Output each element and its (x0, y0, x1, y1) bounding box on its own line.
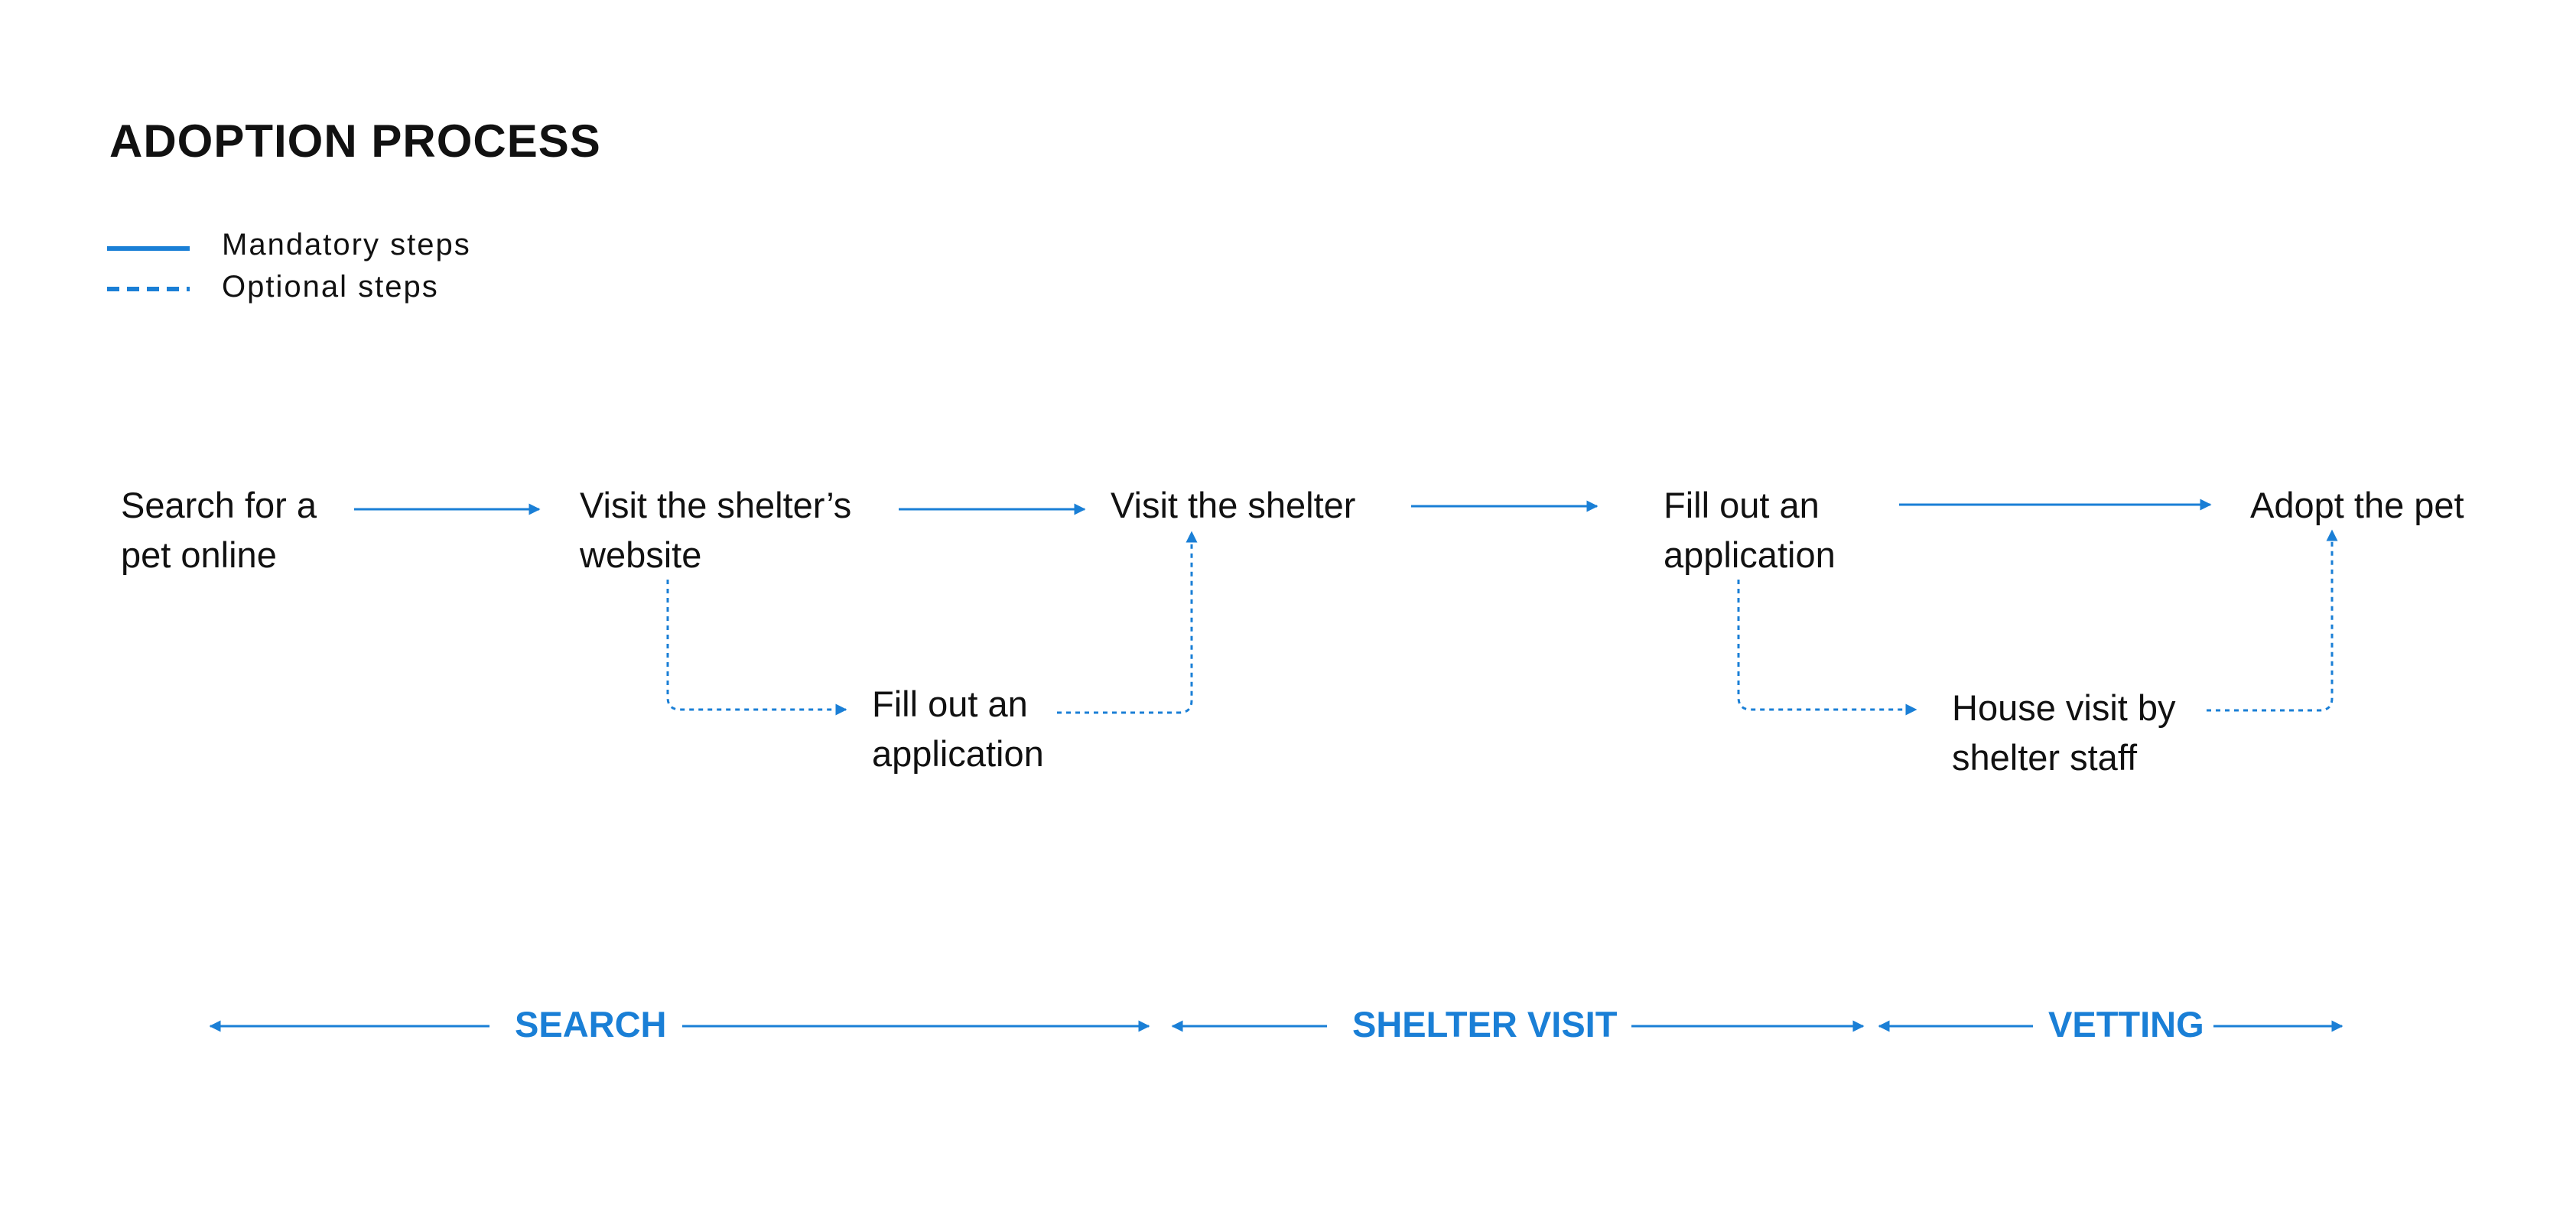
node-optional-application: Fill out an application (872, 679, 1044, 778)
node-fill-application-line-1: Fill out an (1664, 485, 1820, 525)
node-adopt-pet-line-1: Adopt the pet (2250, 485, 2464, 525)
node-search-online-line-1: Search for a (121, 485, 317, 525)
node-house-visit-line-1: House visit by (1952, 687, 2176, 728)
phase-vetting-label: VETTING (2048, 1004, 2204, 1044)
phase-shelter-visit-label: SHELTER VISIT (1352, 1004, 1618, 1044)
node-visit-website-line-1: Visit the shelter’s (580, 485, 852, 525)
legend-optional-label: Optional steps (222, 270, 439, 304)
arrow-application-to-house-visit (1737, 580, 1917, 716)
node-fill-application: Fill out an application (1664, 480, 1836, 580)
node-visit-website-line-2: website (580, 534, 702, 575)
node-visit-shelter: Visit the shelter (1111, 480, 1355, 530)
node-search-online: Search for a pet online (121, 480, 317, 580)
node-adopt-pet: Adopt the pet (2250, 480, 2464, 530)
arrow-optional-application-to-visit (1057, 531, 1198, 714)
diagram-title: ADOPTION PROCESS (109, 115, 601, 167)
node-visit-website: Visit the shelter’s website (580, 480, 851, 580)
node-house-visit-line-2: shelter staff (1952, 737, 2138, 778)
node-house-visit: House visit by shelter staff (1952, 683, 2176, 782)
node-optional-application-line-1: Fill out an (872, 684, 1028, 724)
node-visit-shelter-line-1: Visit the shelter (1111, 485, 1356, 525)
arrow-website-to-optional-application (666, 580, 847, 716)
node-search-online-line-2: pet online (121, 534, 277, 575)
node-fill-application-line-2: application (1664, 534, 1836, 575)
node-optional-application-line-2: application (872, 733, 1044, 774)
phase-search-label: SEARCH (515, 1004, 667, 1044)
legend-mandatory-label: Mandatory steps (222, 228, 471, 262)
arrow-house-visit-to-adopt (2207, 529, 2338, 712)
